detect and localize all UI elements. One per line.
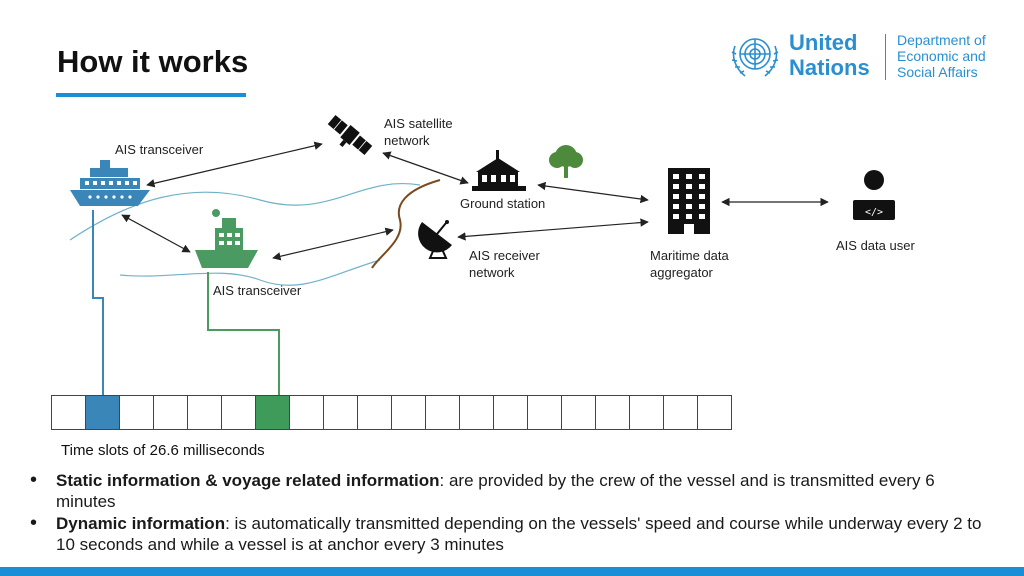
ship2-slot-connector [207, 272, 280, 395]
cruise-ship-icon [70, 160, 150, 206]
receiver-label: AIS receiver network [469, 248, 540, 280]
time-slot [425, 395, 460, 430]
time-slot [51, 395, 86, 430]
bullet-list: • Static information & voyage related in… [30, 470, 990, 556]
aggregator-label: Maritime data aggregator [650, 248, 729, 280]
bullet-text: : are provided by the crew of the vessel… [56, 471, 935, 511]
un-emblem-icon [731, 38, 779, 77]
bullet-item: • Static information & voyage related in… [30, 470, 990, 512]
un-desa-logo: United Nations Department of Economic an… [727, 30, 997, 84]
wave-line [69, 183, 421, 241]
time-slots [51, 395, 732, 430]
un-name: United Nations [789, 30, 870, 80]
time-slot [663, 395, 698, 430]
time-slot [357, 395, 392, 430]
bullet-dot: • [30, 469, 38, 491]
ground-station-label: Ground station [460, 196, 546, 211]
time-slot [221, 395, 256, 430]
time-slot [391, 395, 426, 430]
bottom-accent-bar [0, 567, 1024, 576]
time-slot [153, 395, 188, 430]
bullet-text: : is automatically transmitted depending… [56, 514, 982, 554]
satellite-icon [327, 114, 373, 156]
bullet-item: • Dynamic information: is automatically … [30, 513, 990, 555]
laptop-user-icon: </> [853, 170, 895, 220]
logo-separator [885, 34, 886, 80]
ship1-slot-connector [92, 210, 104, 395]
cargo-ship-icon [195, 209, 258, 268]
time-slot [595, 395, 630, 430]
arrow-satellite-ground [382, 151, 469, 185]
slide-title: How it works [57, 44, 249, 79]
ship1-label: AIS transceiver [115, 142, 204, 157]
ais-diagram: </> [69, 114, 895, 395]
satellite-label: AIS satellite network [384, 116, 453, 148]
bullet-dot: • [30, 512, 38, 534]
time-slot [459, 395, 494, 430]
bullet-title: Dynamic information [56, 514, 226, 533]
tree-icon [549, 145, 583, 178]
time-slot [289, 395, 324, 430]
time-slot [255, 395, 290, 430]
time-slot [629, 395, 664, 430]
wave-line [119, 259, 381, 286]
time-slots-caption: Time slots of 26.6 milliseconds [61, 442, 265, 459]
building-icon [472, 150, 526, 191]
time-slot [561, 395, 596, 430]
title-underline [56, 93, 246, 97]
arrow-ship-satellite [146, 141, 323, 188]
department-name: Department of Economic and Social Affair… [897, 32, 986, 80]
time-slot [527, 395, 562, 430]
arrow-ship-ship [121, 214, 191, 253]
arrow-ship-receiver [272, 227, 394, 261]
time-slot [187, 395, 222, 430]
office-tower-icon [668, 168, 710, 234]
bullet-title: Static information & voyage related info… [56, 471, 440, 490]
time-slot [697, 395, 732, 430]
data-user-label: AIS data user [836, 238, 915, 253]
time-slot [493, 395, 528, 430]
arrow-ground-aggregator [537, 181, 649, 204]
svg-text:</>: </> [865, 207, 883, 218]
arrow-receiver-aggregator [457, 218, 649, 241]
ship2-label: AIS transceiver [213, 283, 302, 298]
time-slot [85, 395, 120, 430]
time-slot [119, 395, 154, 430]
time-slot [323, 395, 358, 430]
satellite-dish-icon [418, 220, 452, 259]
coastline [371, 179, 441, 269]
